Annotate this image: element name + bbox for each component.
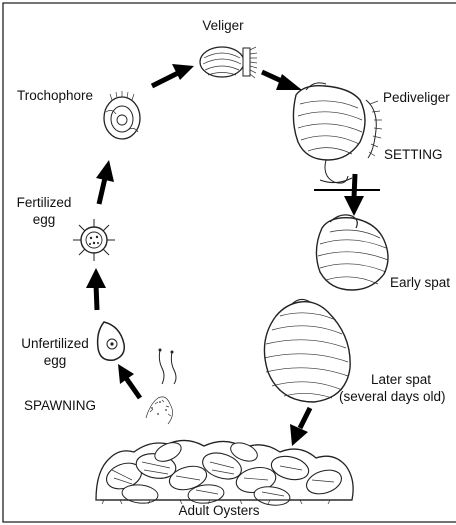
adult-oysters-label: Adult Oysters [178,503,259,518]
adult-oysters-illustration [96,439,353,508]
later-spat-illustration [264,299,350,402]
arrow-later-spat-to-adults [290,408,310,446]
later-spat-label-line1: Later spat [371,372,431,387]
pediveliger-label: Pediveliger [383,90,450,105]
spawning-plume [146,397,173,424]
arrow-veliger-to-pediveliger [262,72,302,90]
veliger-label: Veliger [202,18,244,33]
gamete-squiggles [159,349,177,385]
trochophore-label: Trochophore [17,88,93,103]
setting-label: SETTING [384,147,443,162]
early-spat-label: Early spat [390,275,450,290]
unfertilized-egg-label-line2: egg [44,353,67,368]
arrow-fertilized-egg-to-trochophore [96,160,114,204]
arrow-trochophore-to-veliger [152,64,194,86]
unfertilized-egg-illustration [98,322,125,360]
veliger-illustration [200,47,257,78]
trochophore-illustration [104,91,140,139]
pediveliger-illustration [293,83,382,190]
spawning-label: SPAWNING [24,398,96,413]
fertilized-egg-label-line2: egg [33,212,56,227]
fertilized-egg-illustration [73,219,115,261]
arrow-unfertilized-to-fertilized-egg [86,268,106,310]
early-spat-illustration [316,215,388,290]
fertilized-egg-label-line1: Fertilized [17,195,72,210]
arrow-adults-to-unfertilized-egg [118,364,140,398]
later-spat-label-line2: (several days old) [339,389,446,404]
unfertilized-egg-label-line1: Unfertilized [21,336,89,351]
